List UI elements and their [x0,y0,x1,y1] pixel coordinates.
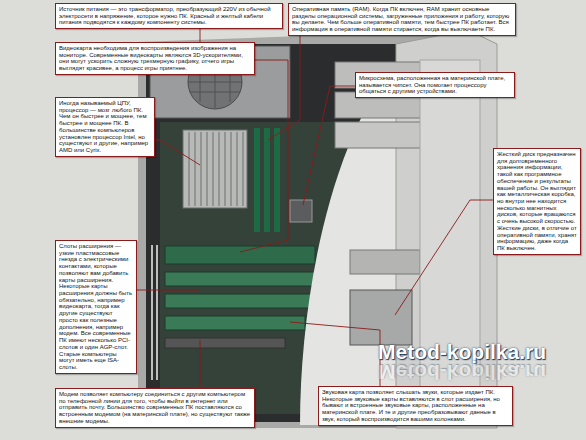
callout-text: Звуковая карта позволяет слышать звуки, … [322,389,509,423]
callout-box: Звуковая карта позволяет слышать звуки, … [318,386,513,426]
callout-text: Модем позволяет компьютеру соединиться с… [59,391,251,425]
callout-text: Видеокарта необходима для воспроизведени… [59,45,251,72]
pci-card [165,294,315,308]
callout-text: Иногда называемый ЦПУ, процессор — мозг … [59,100,151,154]
leader-line [303,86,400,205]
callout-box: Иногда называемый ЦПУ, процессор — мозг … [55,97,155,157]
callout-box: Видеокарта необходима для воспроизведени… [55,42,255,75]
callout-box: Слоты расширения — узкие пластмассовые г… [55,240,137,374]
callout-box: Модем позволяет компьютеру соединиться с… [55,388,255,428]
callout-text: Слоты расширения — узкие пластмассовые г… [59,243,133,371]
callout-text: Жесткий диск предназначен для долговреме… [497,151,577,252]
ram-stick [254,128,260,232]
pci-card [165,316,305,330]
ram-stick [274,128,280,232]
isa-slot [165,338,285,348]
callout-text: Микросхема, расположенная на материнской… [359,75,511,95]
hard-disk [350,290,412,345]
floppy-bay [350,250,420,274]
slot-brackets [152,245,157,380]
leader-line [268,20,300,140]
pci-card [165,272,325,286]
drive-bay [335,122,430,148]
heatsink-fins [189,132,243,206]
watermark: Metod-kopilka.ru [378,341,546,362]
callout-box: Жесткий диск предназначен для долговреме… [493,148,581,255]
callout-text: Оперативная память (RAM). Когда ПК включ… [292,6,512,33]
callout-box: Оперативная память (RAM). Когда ПК включ… [288,3,516,36]
chipset [290,200,312,222]
callout-box: Источник питания — это трансформатор, пр… [55,3,283,29]
callout-box: Микросхема, расположенная на материнской… [355,72,515,98]
cpu-heatsink [183,130,247,208]
ram-stick [264,128,270,232]
agp-card [165,246,315,264]
leader-line [200,60,288,252]
watermark-reflection: Metod-kopilka.ru [378,362,546,383]
callout-text: Источник питания — это трансформатор, пр… [59,6,279,26]
